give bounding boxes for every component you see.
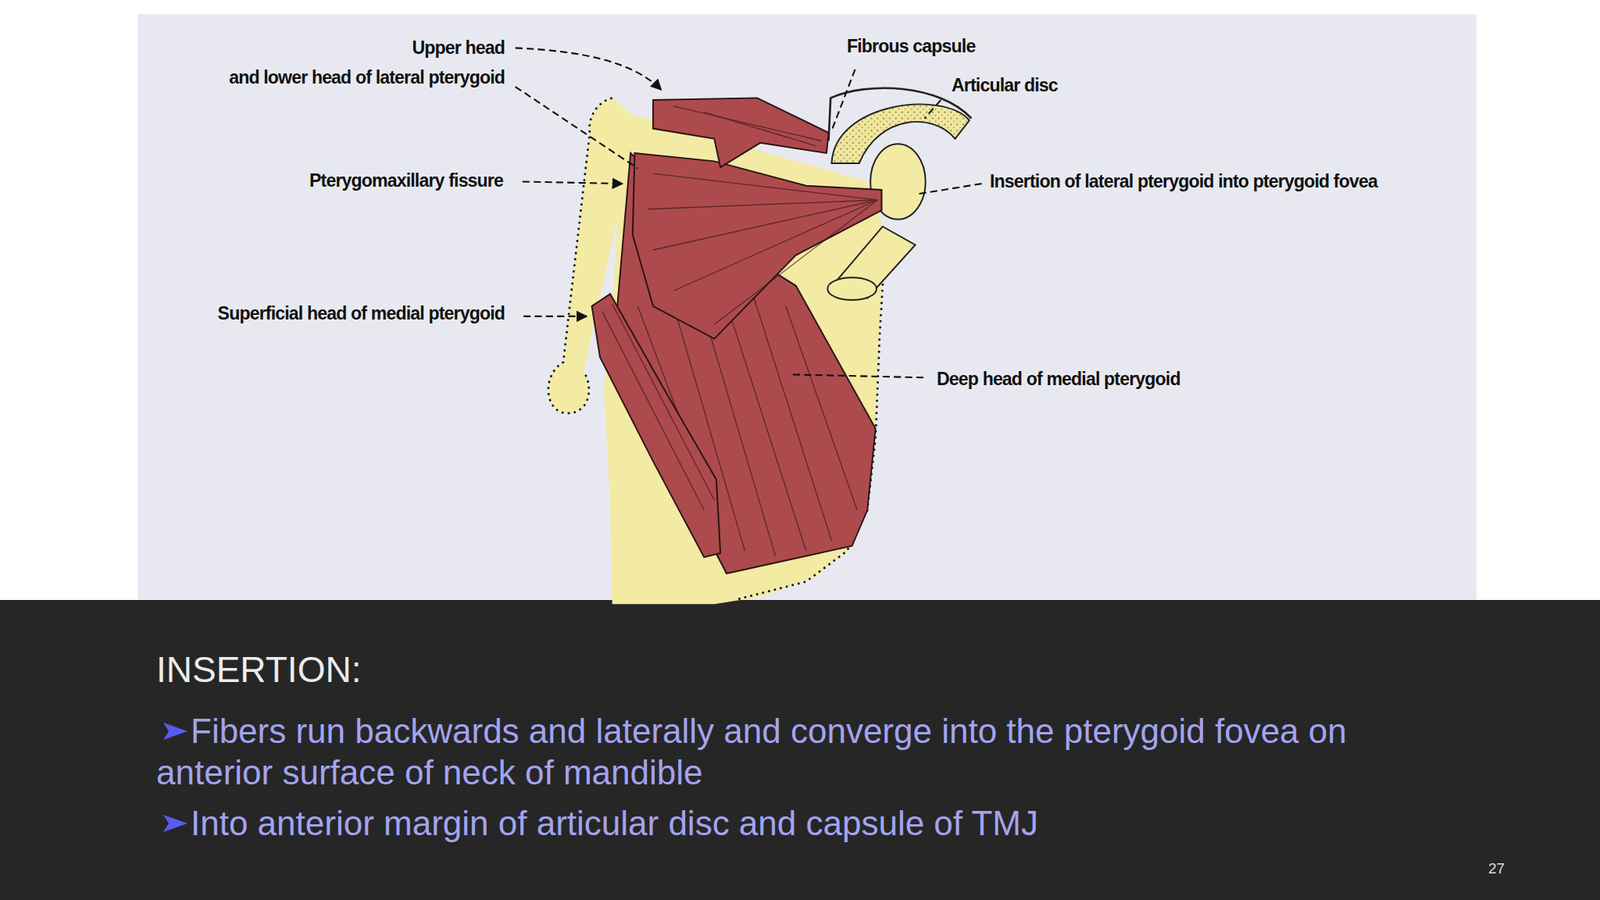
leader-lines <box>515 47 983 378</box>
part-label: Pterygomaxillary fissure <box>309 169 504 192</box>
lateral-pterygoid-upper-head <box>653 97 829 168</box>
part-label: Upper headand lower head of lateral pter… <box>228 32 505 93</box>
lateral-pterygoid-lower-head <box>632 153 883 340</box>
bullet-point: Into anterior margin of articular disc a… <box>156 802 1391 844</box>
muscle-fibres <box>673 106 822 147</box>
slide-heading: INSERTION: <box>156 647 361 692</box>
muscle-fibres <box>602 303 715 511</box>
part-label: Articular disc <box>951 74 1058 97</box>
figure-background <box>137 14 1477 600</box>
bullet-arrow <box>163 814 188 833</box>
part-label: Superficial head of medial pterygoid <box>217 302 505 325</box>
slide-background <box>0 0 1600 600</box>
text-band <box>0 600 1600 900</box>
part-label: Fibrous capsule <box>846 35 975 58</box>
bullet-arrow <box>163 722 188 740</box>
part-label: Insertion of lateral pterygoid into pter… <box>989 170 1378 193</box>
bullet-point: Fibers run backwards and laterally and c… <box>156 710 1391 793</box>
page-number: 27 <box>1488 859 1505 879</box>
part-label: Deep head of medial pterygoid <box>936 367 1181 390</box>
medial-pterygoid-superficial-head <box>592 293 722 558</box>
articular-disc <box>831 103 969 164</box>
fibrous-capsule <box>828 88 972 141</box>
muscle-fibres <box>647 173 878 325</box>
cut-bone-section <box>827 277 877 300</box>
